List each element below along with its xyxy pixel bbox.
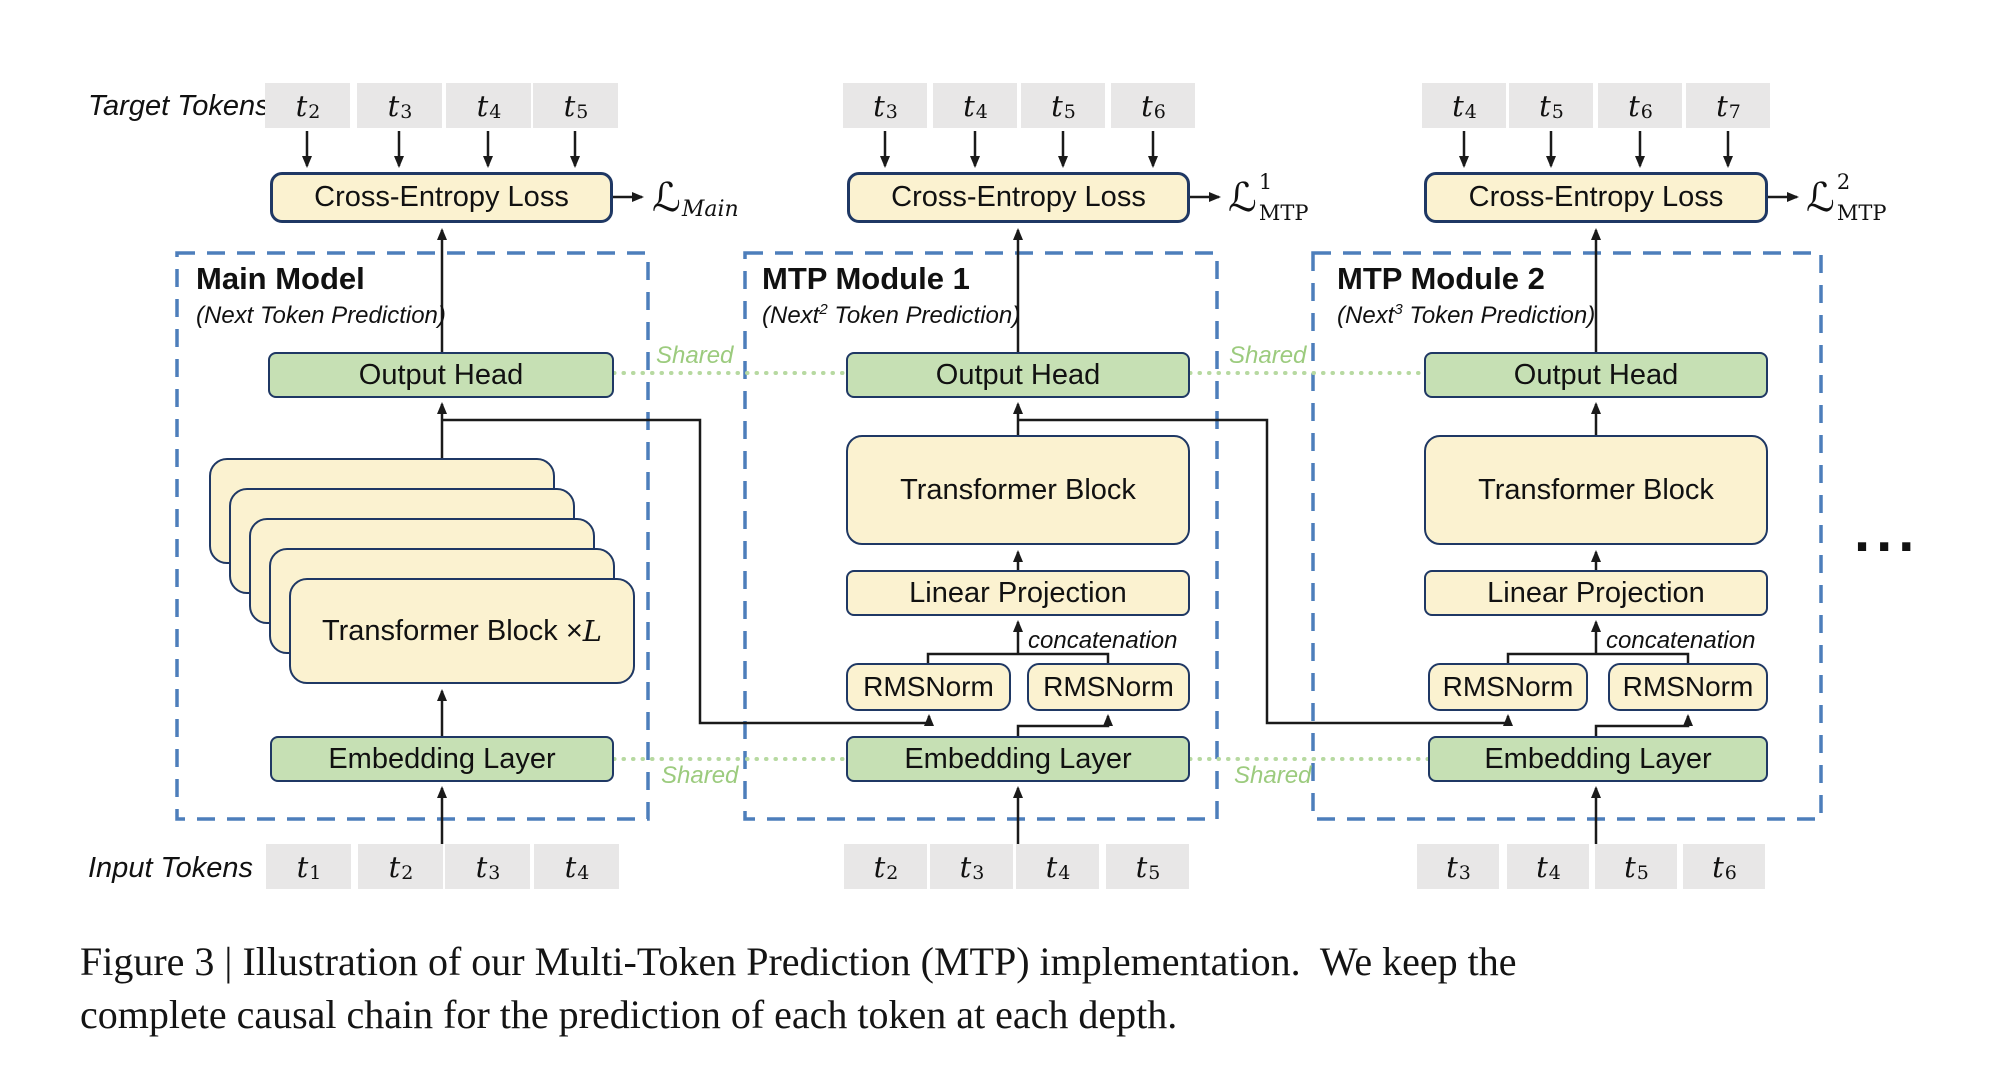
output-head-box-mtp2: Output Head <box>1424 352 1768 398</box>
figure-caption-line-1: Figure 3 | Illustration of our Multi-Tok… <box>80 939 1517 984</box>
output-head-box-main: Output Head <box>268 352 614 398</box>
concatenation-label-mtp2: concatenation <box>1606 627 1756 654</box>
mtp-module-1-subtitle: (Next2 Token Prediction) <box>762 301 1021 329</box>
transformer-block-stack-front: Transformer Block × L <box>289 578 635 684</box>
transformer-block-box-mtp2: Transformer Block <box>1424 435 1768 545</box>
embedding-layer-box-mtp2: Embedding Layer <box>1428 736 1768 782</box>
main-model-subtitle: (Next Token Prediction) <box>196 302 446 329</box>
module-dashed-frames <box>175 251 1823 821</box>
more-modules-ellipsis: ... <box>1854 499 1921 564</box>
rmsnorm-box-mtp2-left: RMSNorm <box>1428 663 1588 711</box>
main-model-frame <box>175 251 650 821</box>
shared-label-embedding-1: Shared <box>661 762 739 789</box>
mtp1-column-wires <box>880 131 1513 844</box>
linear-projection-box-mtp2: Linear Projection <box>1424 570 1768 616</box>
mtp-module-1-title: MTP Module 1 <box>762 261 970 296</box>
cross-entropy-loss-box-mtp1: Cross-Entropy Loss <box>847 172 1190 223</box>
mtp-module-2-subtitle: (Next3 Token Prediction) <box>1337 301 1596 329</box>
figure-caption-line-2: complete causal chain for the prediction… <box>80 991 1178 1037</box>
main-model-title: Main Model <box>196 261 365 296</box>
embedding-layer-box-main: Embedding Layer <box>270 736 614 782</box>
target-tokens-label: Target Tokens <box>88 90 270 122</box>
shared-label-embedding-2: Shared <box>1234 762 1312 789</box>
linear-projection-box-mtp1: Linear Projection <box>846 570 1190 616</box>
mtp-module-2-title: MTP Module 2 <box>1337 261 1545 296</box>
cross-entropy-loss-box-main: Cross-Entropy Loss <box>270 172 613 223</box>
concatenation-label-mtp1: concatenation <box>1028 627 1178 654</box>
rmsnorm-box-mtp2-right: RMSNorm <box>1608 663 1768 711</box>
input-tokens-label: Input Tokens <box>88 852 253 884</box>
transformer-block-box-mtp1: Transformer Block <box>846 435 1190 545</box>
cross-entropy-loss-box-mtp2: Cross-Entropy Loss <box>1424 172 1768 223</box>
rmsnorm-box-mtp1-right: RMSNorm <box>1027 663 1190 711</box>
shared-label-output-head-1: Shared <box>656 342 734 369</box>
embedding-layer-box-mtp1: Embedding Layer <box>846 736 1190 782</box>
shared-label-output-head-2: Shared <box>1229 342 1307 369</box>
figure-caption: Figure 3 | Illustration of our Multi-Tok… <box>80 936 1985 1042</box>
mtp-module-1-frame <box>743 251 1219 821</box>
output-head-box-mtp1: Output Head <box>846 352 1190 398</box>
shared-dotted-links <box>612 371 1430 761</box>
mtp-module-2-frame <box>1311 251 1823 821</box>
rmsnorm-box-mtp1-left: RMSNorm <box>846 663 1011 711</box>
mtp2-column-wires <box>1459 131 1799 844</box>
